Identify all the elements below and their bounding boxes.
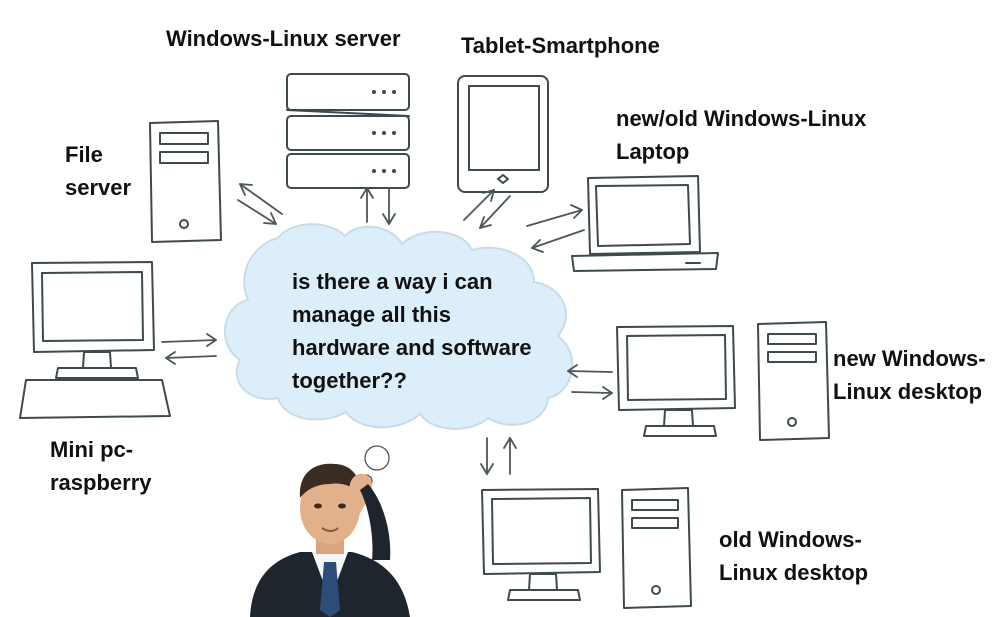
desktop-monitor-icon bbox=[19, 261, 171, 419]
label-mini-pc: Mini pc- raspberry bbox=[50, 433, 152, 499]
label-tablet-smartphone: Tablet-Smartphone bbox=[461, 29, 660, 62]
label-old-desktop: old Windows- Linux desktop bbox=[719, 523, 868, 589]
label-new-desktop: new Windows- Linux desktop bbox=[833, 342, 986, 408]
rack-server-icon bbox=[286, 73, 410, 189]
confused-man-icon bbox=[250, 463, 410, 617]
cloud-question: is there a way i can manage all this har… bbox=[292, 265, 582, 397]
label-line: raspberry bbox=[50, 470, 152, 495]
label-file-server: File server bbox=[65, 138, 131, 204]
label-line: Tablet-Smartphone bbox=[461, 33, 660, 58]
label-line: Mini pc- bbox=[50, 437, 134, 462]
label-line: old Windows- bbox=[719, 527, 862, 552]
cloud-line: manage all this bbox=[292, 302, 451, 327]
label-line: Linux desktop bbox=[719, 560, 869, 585]
tower-server-icon bbox=[149, 120, 222, 243]
tablet-icon bbox=[457, 75, 549, 193]
label-line: new/old Windows-Linux bbox=[616, 106, 867, 131]
label-line: Laptop bbox=[616, 139, 690, 164]
desktop-computer-icon bbox=[616, 321, 830, 441]
label-line: Linux desktop bbox=[833, 379, 983, 404]
desktop-computer-icon bbox=[481, 487, 692, 609]
label-line: new Windows- bbox=[833, 346, 986, 371]
thought-cloud bbox=[223, 223, 574, 430]
connection-arrows bbox=[161, 183, 613, 475]
label-line: File bbox=[65, 142, 103, 167]
label-windows-linux-server: Windows-Linux server bbox=[166, 22, 401, 55]
label-line: server bbox=[65, 175, 132, 200]
cloud-line: is there a way i can bbox=[292, 269, 493, 294]
thought-bubble bbox=[364, 445, 390, 471]
cloud-line: together?? bbox=[292, 368, 407, 393]
cloud-line: hardware and software bbox=[292, 335, 532, 360]
label-laptop: new/old Windows-Linux Laptop bbox=[616, 102, 866, 168]
laptop-icon bbox=[571, 175, 719, 272]
label-line: Windows-Linux server bbox=[166, 26, 401, 51]
